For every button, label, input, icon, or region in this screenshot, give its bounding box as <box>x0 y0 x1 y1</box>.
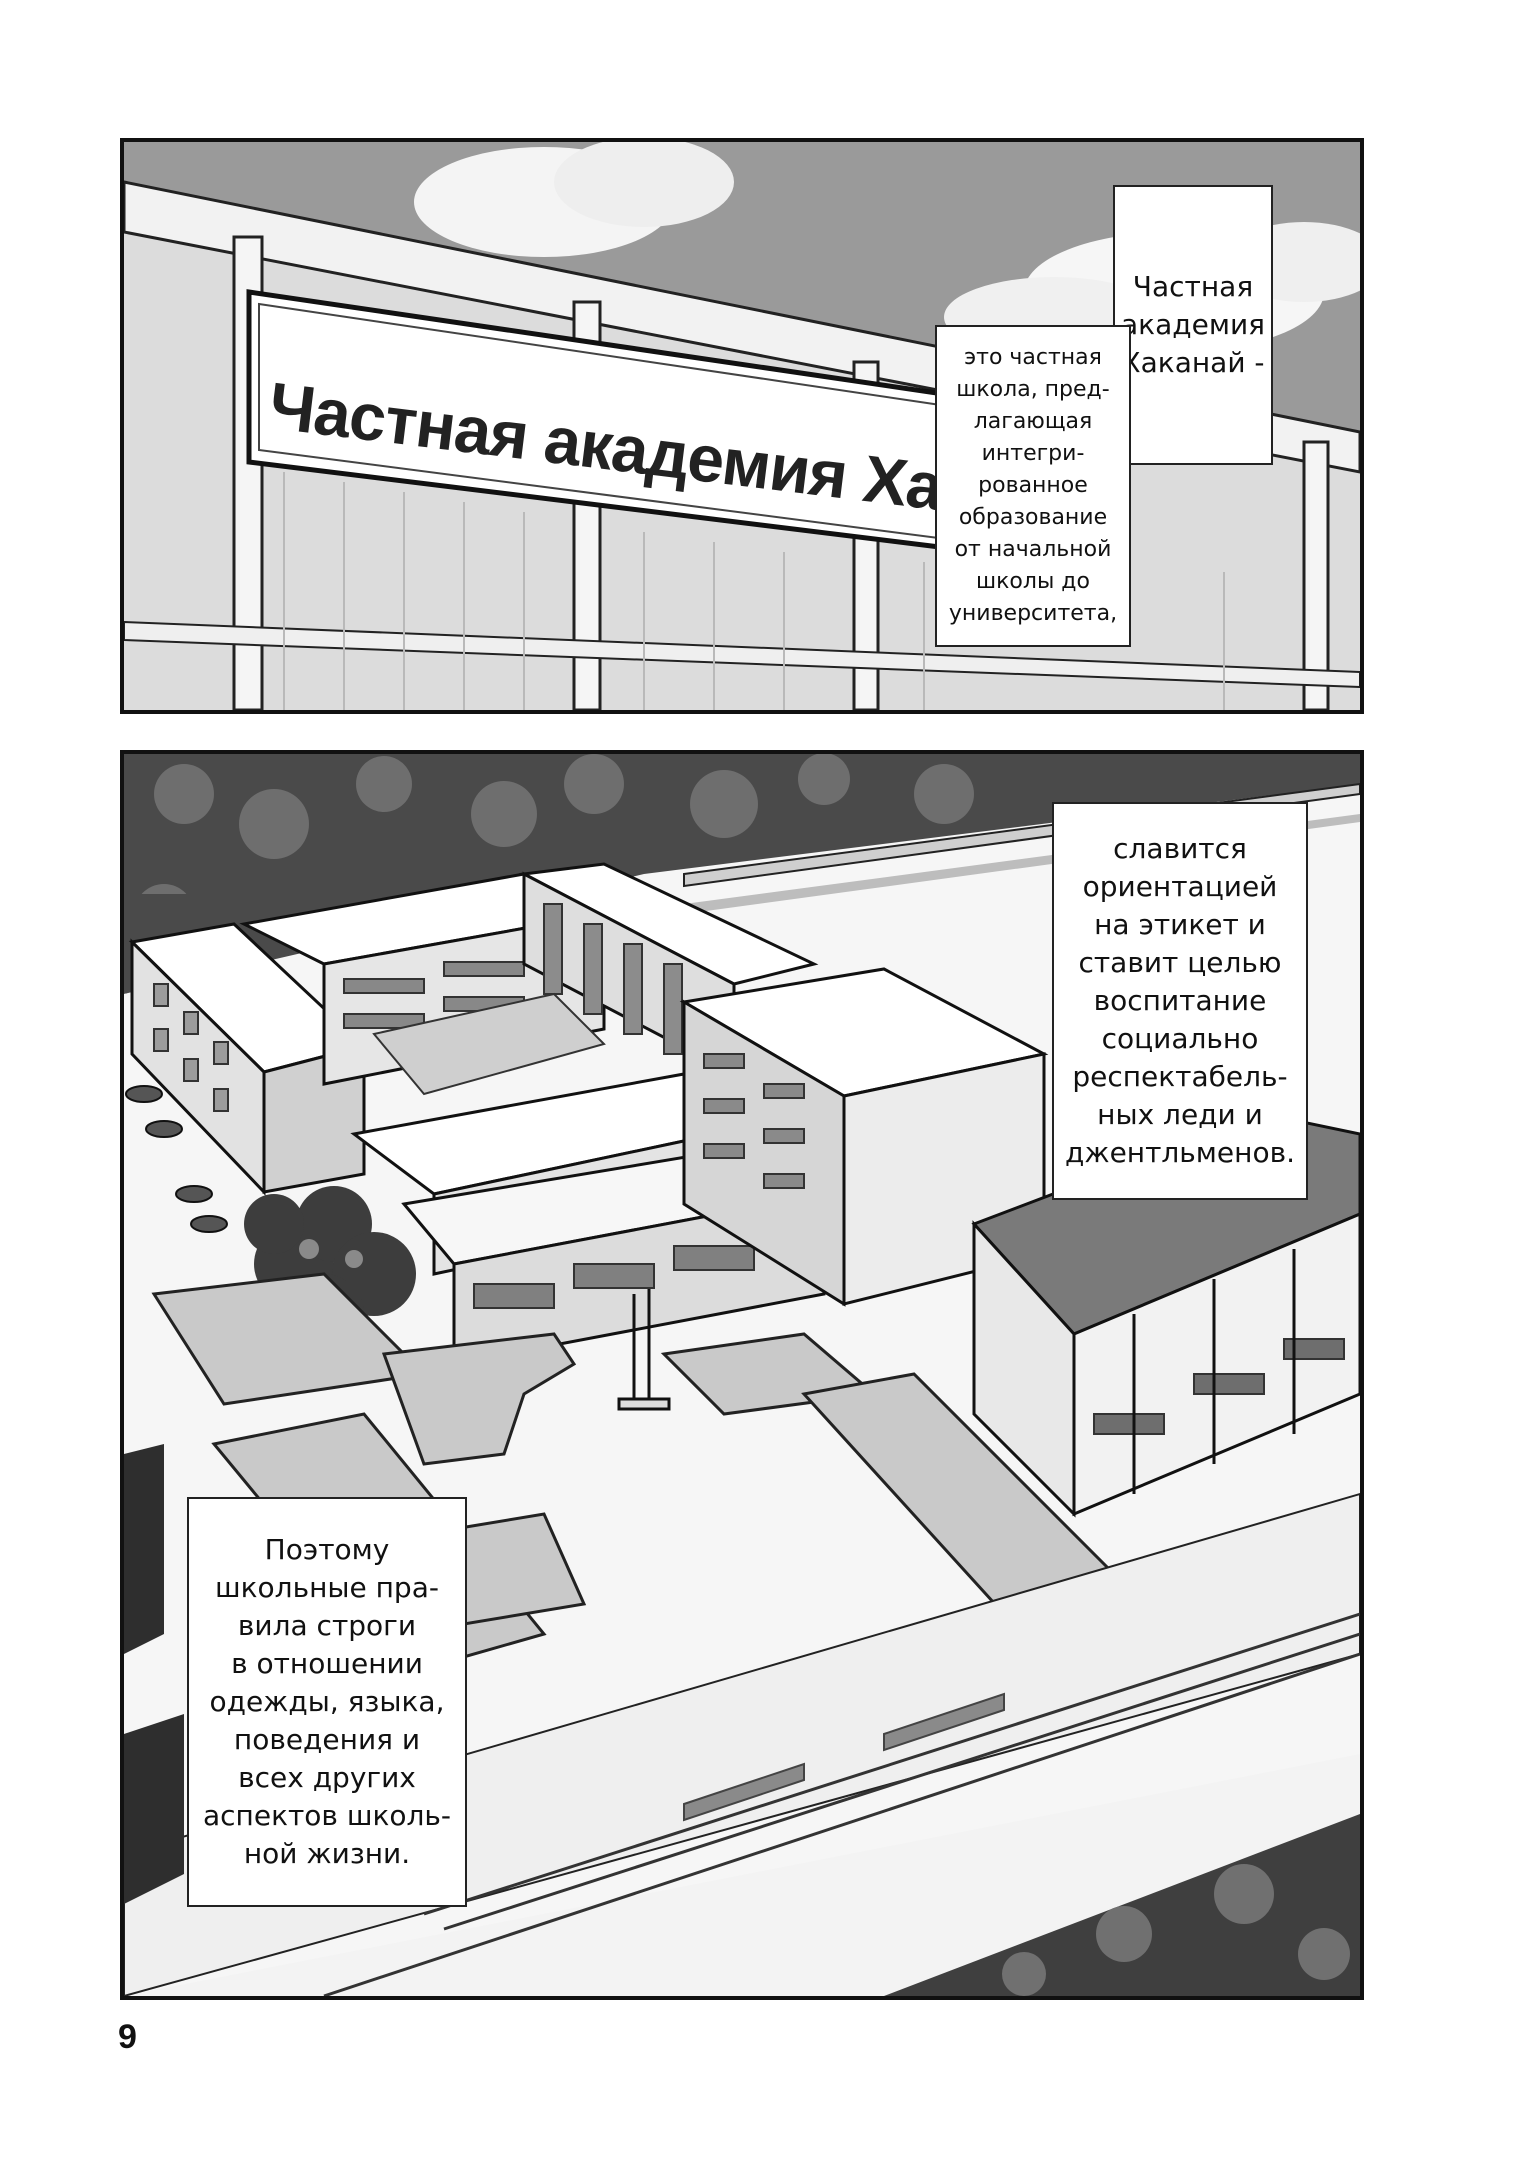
page-number: 9 <box>118 2018 137 2056</box>
caption-etiquette: славится ориентацией на этикет и ставит … <box>1052 802 1308 1200</box>
panel-top-art <box>124 142 1360 710</box>
panel-bottom-art <box>124 754 1360 1996</box>
caption-academy-title: Частная академия Хаканай - <box>1113 185 1273 465</box>
caption-academy-description: это частная школа, пред- лагающая интегр… <box>935 325 1131 647</box>
caption-school-rules: Поэтому школьные пра- вила строги в отно… <box>187 1497 467 1907</box>
